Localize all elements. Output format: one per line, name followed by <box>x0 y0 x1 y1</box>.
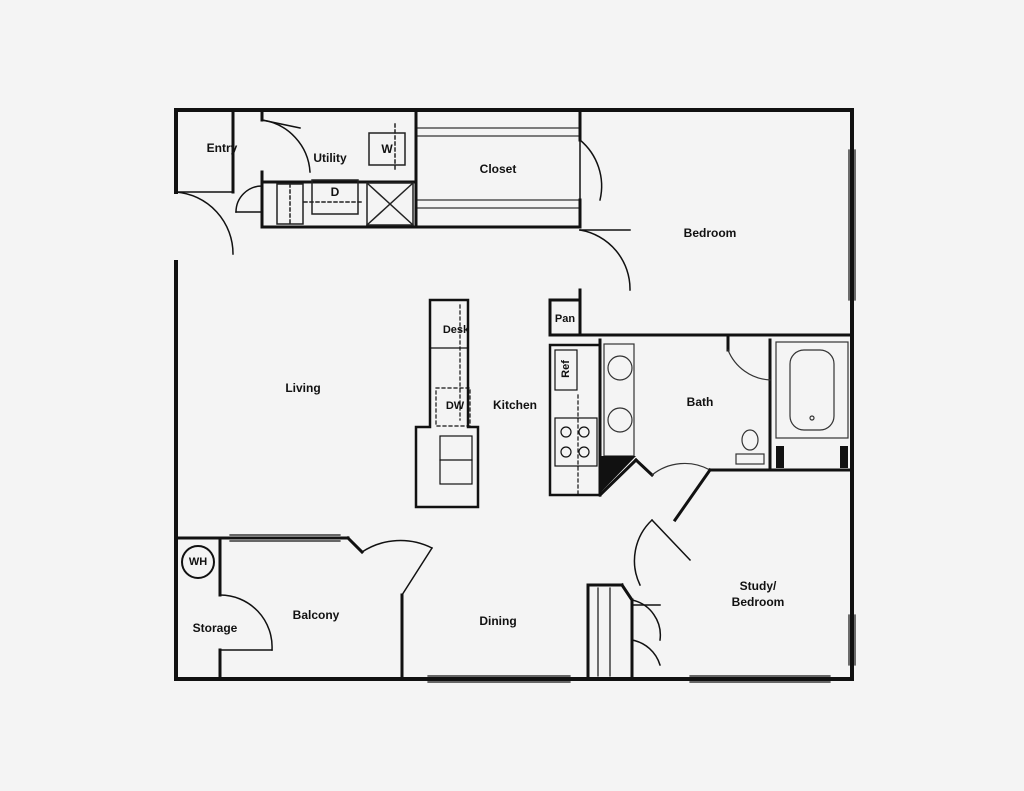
utility-closet-walls <box>231 108 582 229</box>
fixture-label-pantry: Pan <box>554 313 576 325</box>
outer-walls <box>174 108 854 681</box>
fixture-label-dishwasher: DW <box>445 400 465 412</box>
fixture-label-washer: W <box>381 142 393 156</box>
kitchen-counter <box>548 343 602 497</box>
study-walls <box>586 467 713 681</box>
windows <box>229 149 856 683</box>
room-label-entry: Entry <box>206 141 238 155</box>
room-label-bath: Bath <box>686 395 714 409</box>
closet-shelves <box>417 127 579 209</box>
kitchen-island <box>414 298 480 509</box>
room-label-utility: Utility <box>313 151 347 165</box>
laundry-fixtures <box>276 123 415 227</box>
room-label-study-line1: Study/ <box>739 579 777 593</box>
study-doors <box>631 518 692 666</box>
room-label-kitchen: Kitchen <box>492 398 538 412</box>
room-label-study-line2: Bedroom <box>731 595 785 609</box>
room-label-storage: Storage <box>192 621 238 635</box>
fixture-label-refrigerator: Ref <box>560 360 572 378</box>
fixture-label-dryer: D <box>330 185 340 199</box>
bath-fixtures <box>603 341 849 476</box>
room-label-living: Living <box>285 381 321 395</box>
balcony-storage-walls <box>174 535 404 681</box>
room-label-dining: Dining <box>479 614 517 628</box>
room-label-balcony: Balcony <box>292 608 340 622</box>
bath-accents <box>601 446 848 492</box>
balcony-doors <box>181 539 434 651</box>
door-swings <box>175 119 631 291</box>
fixture-label-desk: Desk <box>442 324 470 336</box>
fixture-label-water-heater: WH <box>188 556 208 568</box>
room-label-bedroom: Bedroom <box>683 226 737 240</box>
bath-walls <box>597 336 854 498</box>
bedroom-walls <box>548 288 854 337</box>
room-label-closet: Closet <box>479 162 517 176</box>
